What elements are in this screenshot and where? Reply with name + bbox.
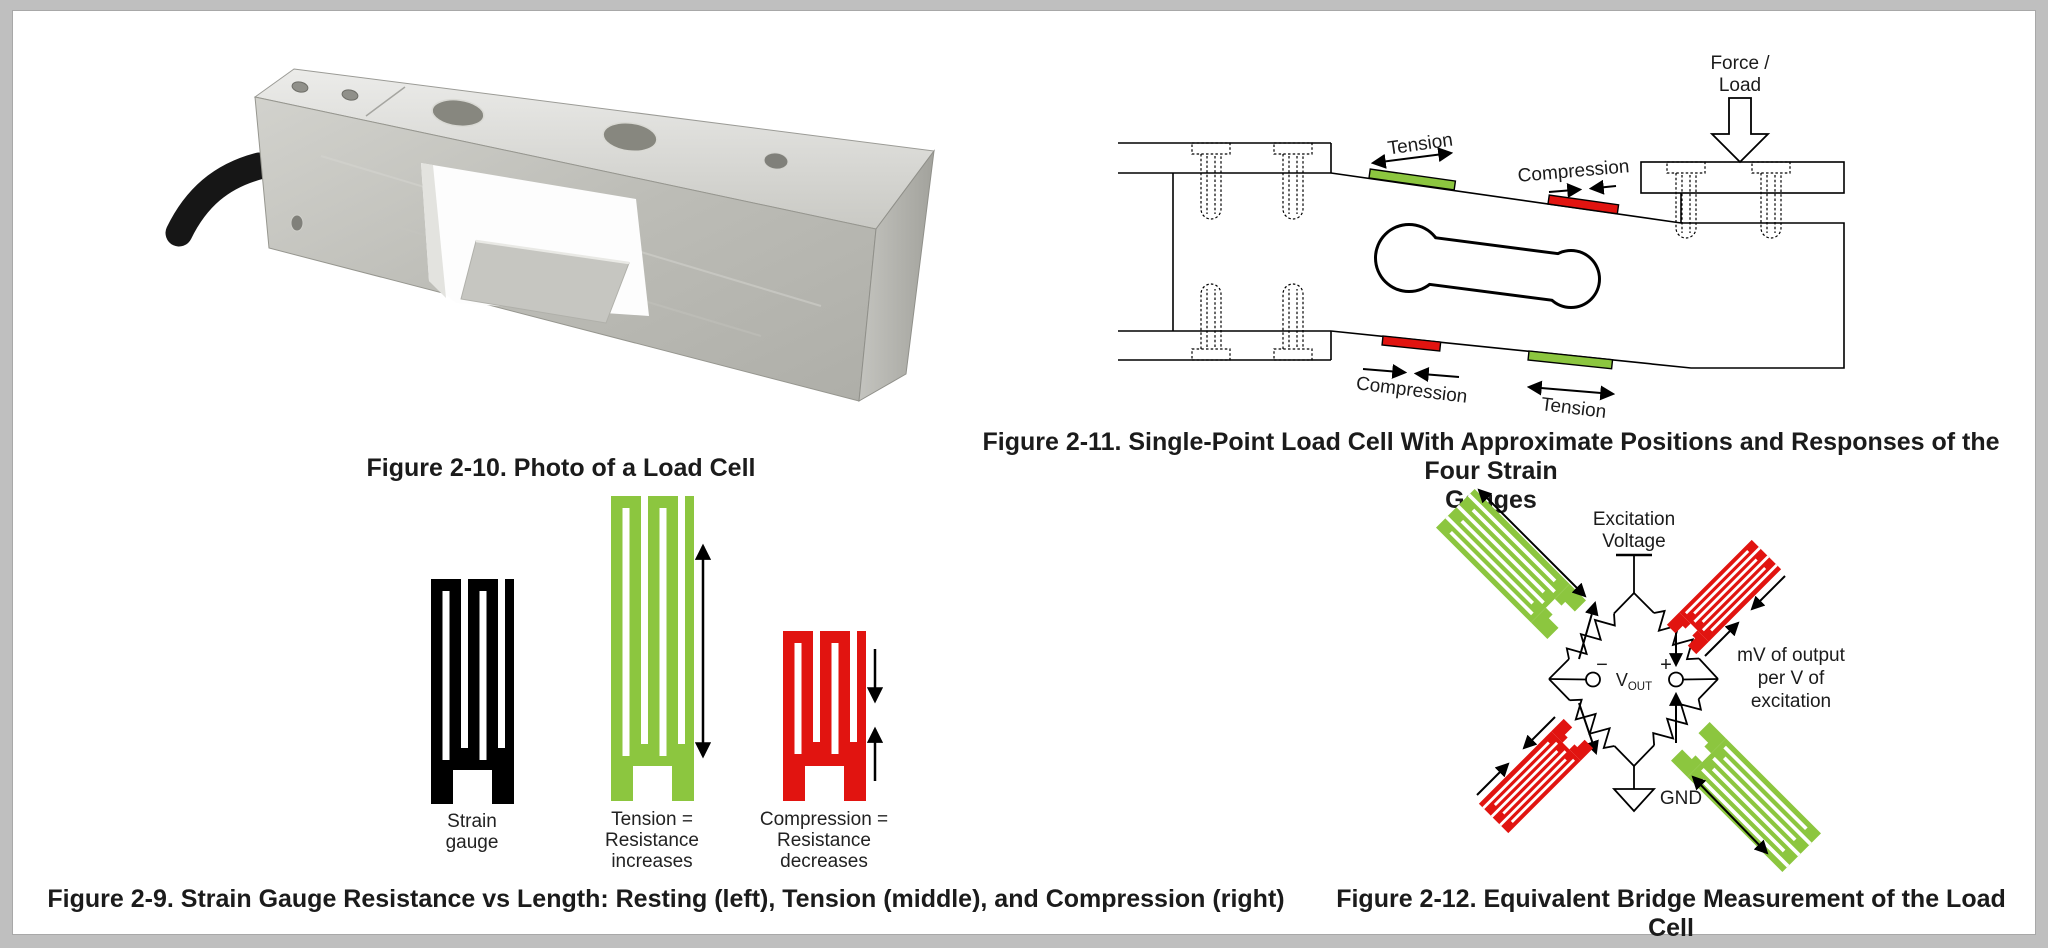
cutout-inner-wall: [421, 163, 446, 298]
label-line: decreases: [780, 851, 868, 872]
load-cell-right-face: [858, 149, 935, 402]
tension-top-arrow: [1370, 147, 1454, 169]
tension-bottom-arrow: [1526, 380, 1616, 401]
strain-gauge-tension: [611, 496, 694, 801]
label-line: Compression =: [759, 809, 889, 830]
strain-gauge-resting: [431, 579, 514, 804]
document-sheet: Figure 2-10. Photo of a Load Cell: [12, 10, 2036, 942]
compression-bottom-label: Compression: [1355, 373, 1469, 407]
beam-bone-hole: [1374, 223, 1601, 309]
label-line: Resistance: [777, 830, 871, 851]
bridge-gauge-arrows: [1476, 488, 1786, 855]
compression-gauge-label: Compression = Resistance decreases: [734, 809, 914, 872]
figure-2-12-diagram: Excitation Voltage: [1436, 488, 1846, 872]
bridge-gauge-tension-topleft: [1436, 489, 1586, 639]
excitation-label-line2: Voltage: [1602, 531, 1665, 552]
force-load-label-line2: Load: [1719, 75, 1761, 96]
bridge-resistors: [1548, 592, 1719, 767]
vout-label: VOUT: [1616, 670, 1652, 693]
label-line: gauge: [445, 832, 499, 853]
force-down-arrow: [1709, 97, 1771, 164]
label-line: increases: [611, 851, 693, 872]
label-line: Resistance: [605, 830, 699, 851]
label-line: Strain: [447, 811, 497, 832]
end-cap-screw: [291, 81, 309, 93]
tension-bottom-label: Tension: [1540, 394, 1608, 423]
strain-gauge-compression: [783, 631, 866, 801]
figure-2-9-diagram: [431, 496, 884, 804]
figure-2-9-caption: Figure 2-9. Strain Gauge Resistance vs L…: [47, 885, 1285, 913]
minus-sign: −: [1596, 654, 1608, 676]
right-node-lead: [1682, 678, 1719, 681]
left-node-lead: [1548, 678, 1587, 681]
figure-2-11-caption-line1: Figure 2-11. Single-Point Load Cell With…: [982, 428, 2000, 485]
load-cell-beam-outline: [1118, 142, 1845, 369]
compression-bottom-arrow-right: [1413, 367, 1460, 383]
figure-2-10-photo: [165, 68, 935, 402]
gnd-label: GND: [1660, 788, 1702, 809]
vout-minus-node: [1585, 671, 1601, 688]
figure-2-12-caption: Figure 2-12. Equivalent Bridge Measureme…: [1336, 885, 2006, 942]
label-line: Tension =: [611, 809, 693, 830]
output-note-line1: mV of output: [1737, 645, 1845, 666]
compression-bottom-arrow-left: [1362, 363, 1408, 379]
tongue-highlight: [475, 239, 630, 265]
tension-top-label: Tension: [1386, 130, 1454, 160]
vout-subscript: OUT: [1628, 681, 1652, 693]
compression-top-arrow-right: [1588, 179, 1617, 195]
output-note-line3: excitation: [1751, 691, 1831, 712]
force-load-label-line1: Force /: [1710, 53, 1770, 74]
top-mounting-hole: [431, 98, 485, 128]
loading-platform-block: [1640, 161, 1845, 194]
tension-gauge-top: [1368, 168, 1457, 191]
gnd-symbol: [1611, 788, 1657, 813]
tension-gauge-label: Tension = Resistance increases: [562, 809, 742, 872]
figure-2-10-caption: Figure 2-10. Photo of a Load Cell: [366, 454, 756, 482]
front-screw-hole: [290, 214, 304, 232]
top-mounting-hole: [602, 121, 658, 153]
top-screw-hole: [763, 152, 789, 170]
load-cell-cable: [165, 152, 273, 247]
end-cap-screw: [341, 89, 359, 101]
output-note-line2: per V of: [1758, 668, 1825, 689]
end-cap-step: [365, 86, 406, 117]
compression-gauge-top: [1547, 194, 1620, 215]
vout-main: V: [1616, 670, 1628, 690]
tension-gauge-bottom: [1527, 350, 1614, 370]
compression-top-label: Compression: [1517, 156, 1630, 187]
plus-sign: +: [1660, 654, 1672, 676]
figure-2-11-diagram: Force / Load Tension Compression Compres…: [1118, 53, 1845, 423]
strain-gauge-label: Strain gauge: [392, 811, 552, 853]
excitation-label-line1: Excitation: [1593, 509, 1675, 530]
compression-gauge-bottom: [1381, 335, 1442, 352]
compression-top-arrow-left: [1548, 183, 1583, 199]
